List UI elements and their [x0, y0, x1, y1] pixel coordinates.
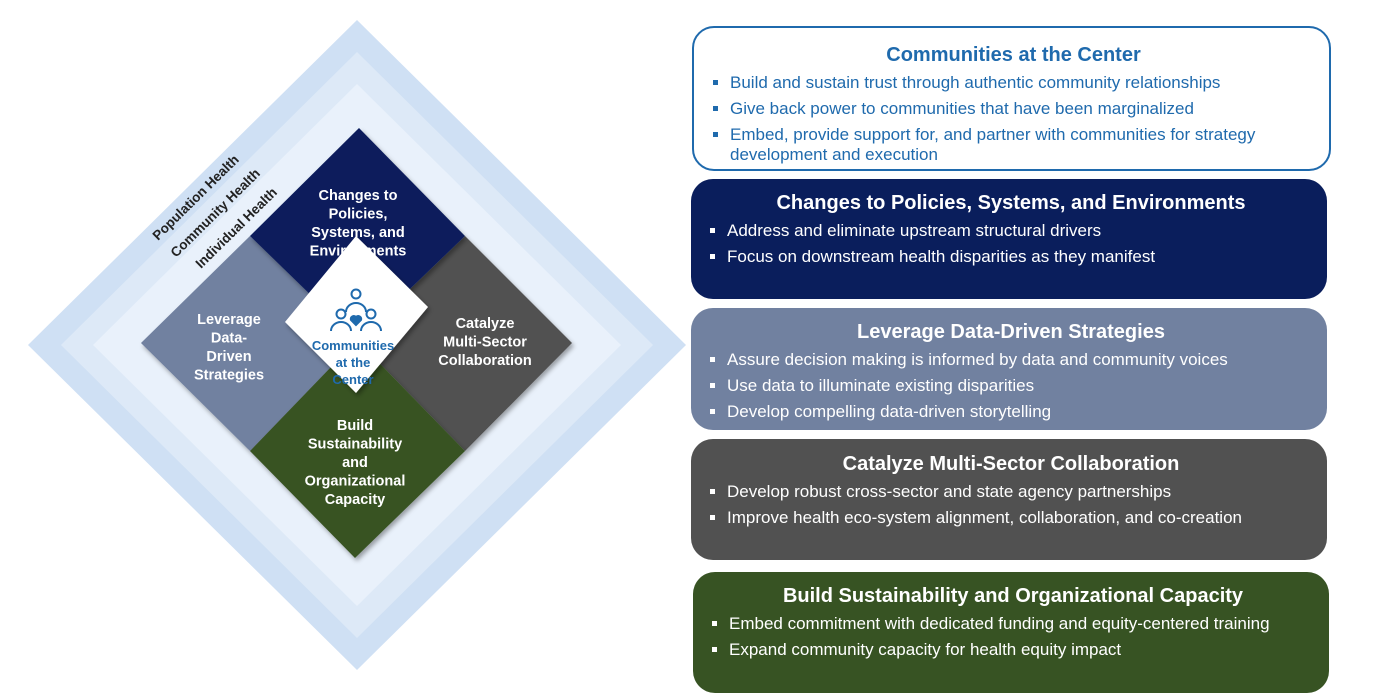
diamond-label-line: Driven	[206, 349, 251, 365]
diamond-label-line: Data-	[211, 331, 247, 347]
center-diamond	[285, 236, 428, 393]
list-item: Use data to illuminate existing disparit…	[707, 376, 1315, 396]
data-driven-box: Leverage Data-Driven Strategies Assure d…	[691, 308, 1327, 430]
diamond-label-line: Capacity	[325, 492, 385, 508]
list-item: Give back power to communities that have…	[710, 99, 1317, 119]
data-driven-bullets: Assure decision making is informed by da…	[707, 350, 1315, 422]
people-heart-icon	[330, 288, 382, 332]
list-item: Develop compelling data-driven storytell…	[707, 402, 1315, 422]
bottom-diamond	[250, 340, 465, 558]
diamond-label-line: Sustainability	[308, 437, 402, 453]
list-item: Focus on downstream health disparities a…	[707, 247, 1315, 267]
data-driven-title: Leverage Data-Driven Strategies	[857, 321, 1165, 343]
sustainability-bullets: Embed commitment with dedicated funding …	[709, 614, 1317, 660]
diamond-label-line: and	[342, 455, 368, 471]
diamond-label-line: Policies,	[329, 207, 388, 223]
list-item: Improve health eco-system alignment, col…	[707, 508, 1315, 528]
communities-center-title: Communities at the Center	[886, 44, 1141, 66]
right-diamond	[357, 236, 572, 451]
diamond-label-line: at the	[336, 355, 371, 370]
diamond-label-line: Collaboration	[438, 353, 531, 369]
diamond-label-line: Environments	[310, 244, 407, 260]
left-diamond	[141, 236, 357, 451]
list-item: Assure decision making is informed by da…	[707, 350, 1315, 370]
list-item: Address and eliminate upstream structura…	[707, 221, 1315, 241]
communities-center-box: Communities at the Center Build and sust…	[692, 26, 1331, 171]
diamond-label-line: Systems, and	[311, 225, 405, 241]
list-item: Develop robust cross-sector and state ag…	[707, 482, 1315, 502]
communities-center-bullets: Build and sustain trust through authenti…	[710, 73, 1317, 165]
diamond-label-line: Build	[337, 418, 373, 434]
diamond-label-line: Strategies	[194, 368, 264, 384]
list-item: Embed commitment with dedicated funding …	[709, 614, 1317, 634]
diamond-label-line: Leverage	[197, 312, 261, 328]
list-item: Embed, provide support for, and partner …	[710, 125, 1317, 165]
health-equity-diamond-diagram: Population Health Community Health Indiv…	[28, 20, 686, 670]
sustainability-box: Build Sustainability and Organizational …	[693, 572, 1329, 693]
diamond-label-line: Center	[332, 372, 373, 387]
diamond-label-line: Catalyze	[456, 316, 515, 332]
diamond-label-line: Changes to	[319, 188, 398, 204]
sustainability-title: Build Sustainability and Organizational …	[782, 585, 1244, 607]
diamond-label-line: Communities	[312, 338, 394, 353]
policies-systems-bullets: Address and eliminate upstream structura…	[707, 221, 1315, 267]
list-item: Build and sustain trust through authenti…	[710, 73, 1317, 93]
diamond-label-line: Organizational	[305, 474, 406, 490]
policies-systems-title: Changes to Policies, Systems, and Enviro…	[776, 192, 1246, 214]
list-item: Expand community capacity for health equ…	[709, 640, 1317, 660]
multi-sector-box: Catalyze Multi-Sector Collaboration Deve…	[691, 439, 1327, 560]
diamond-label-line: Multi-Sector	[443, 335, 527, 351]
top-diamond	[250, 128, 465, 340]
multi-sector-bullets: Develop robust cross-sector and state ag…	[707, 482, 1315, 528]
multi-sector-title: Catalyze Multi-Sector Collaboration	[842, 453, 1180, 475]
top-diamond-label: Changes to Policies, Systems, andEnvironme…	[310, 188, 407, 260]
policies-systems-box: Changes to Policies, Systems, and Enviro…	[691, 179, 1327, 299]
